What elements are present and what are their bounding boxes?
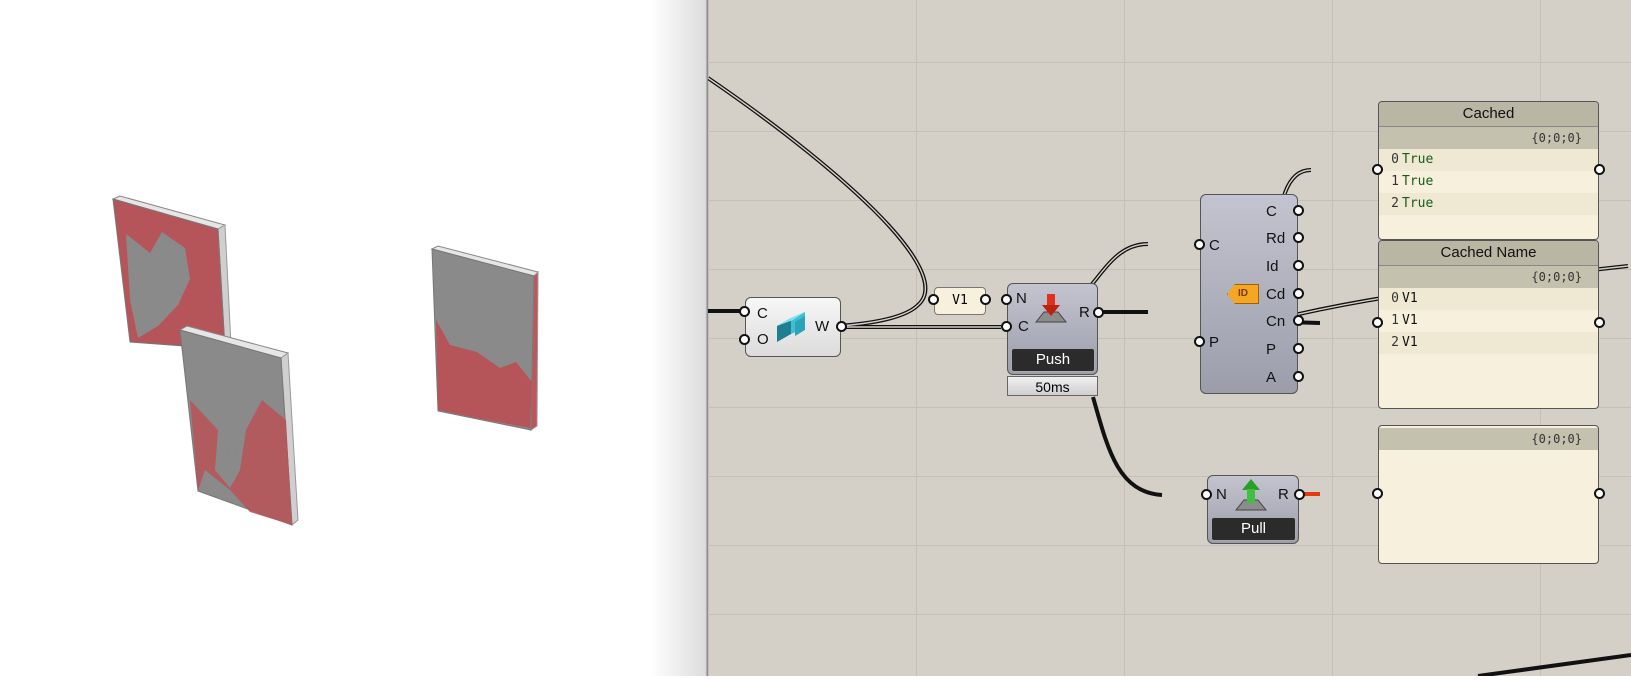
v1-grip-out[interactable] bbox=[980, 294, 991, 305]
push-input-n[interactable]: N bbox=[1016, 290, 1027, 307]
pull-grip-r[interactable] bbox=[1294, 489, 1305, 500]
row-index: 2 bbox=[1391, 196, 1399, 211]
decon-input-p[interactable]: P bbox=[1209, 334, 1220, 351]
decon-output-a[interactable]: A bbox=[1266, 369, 1277, 386]
pull-output-r[interactable]: R bbox=[1278, 486, 1289, 503]
decon-input-c[interactable]: C bbox=[1209, 237, 1220, 254]
push-component[interactable]: N C R Push bbox=[1007, 283, 1098, 375]
push-timing-badge: 50ms bbox=[1007, 376, 1098, 396]
wall-grip-c[interactable] bbox=[739, 306, 750, 317]
row-value: V1 bbox=[1402, 313, 1418, 328]
pull-arrow-icon bbox=[1234, 479, 1268, 511]
cached-name-panel-path: {0;0;0} bbox=[1379, 266, 1598, 288]
grasshopper-canvas[interactable]: C O W V1 N C R Push 50ms C P C Rd I bbox=[708, 0, 1631, 676]
canvas-splitter[interactable] bbox=[705, 0, 710, 676]
wall-object-1[interactable] bbox=[111, 195, 232, 350]
decon-grip-out-a[interactable] bbox=[1293, 371, 1304, 382]
cached-name-grip-out[interactable] bbox=[1594, 317, 1605, 328]
cached-grip-out[interactable] bbox=[1594, 164, 1605, 175]
row-index: 2 bbox=[1391, 335, 1399, 350]
rhino-viewport[interactable] bbox=[0, 0, 708, 676]
decon-output-c[interactable]: C bbox=[1266, 203, 1277, 220]
id-tag-icon: ID bbox=[1227, 284, 1259, 304]
v1-param-panel[interactable]: V1 bbox=[934, 287, 986, 315]
output-panel[interactable]: {0;0;0} bbox=[1378, 425, 1599, 564]
decon-grip-out-id[interactable] bbox=[1293, 260, 1304, 271]
row-value: True bbox=[1402, 196, 1434, 211]
wall-grip-o[interactable] bbox=[739, 334, 750, 345]
wall-input-o[interactable]: O bbox=[757, 331, 769, 348]
cached-grip-in[interactable] bbox=[1372, 164, 1383, 175]
wall-icon bbox=[777, 312, 805, 342]
row-value: True bbox=[1402, 152, 1434, 167]
pull-component[interactable]: N R Pull bbox=[1207, 475, 1299, 544]
push-arrow-icon bbox=[1034, 294, 1068, 323]
push-output-r[interactable]: R bbox=[1079, 304, 1090, 321]
row-value: V1 bbox=[1402, 291, 1418, 306]
row-index: 0 bbox=[1391, 291, 1399, 306]
decon-grip-p[interactable] bbox=[1194, 336, 1205, 347]
output-grip-out[interactable] bbox=[1594, 488, 1605, 499]
push-grip-c[interactable] bbox=[1001, 321, 1012, 332]
output-grip-in[interactable] bbox=[1372, 488, 1383, 499]
push-grip-n[interactable] bbox=[1001, 294, 1012, 305]
decon-grip-c[interactable] bbox=[1194, 239, 1205, 250]
viewport-edge-shadow bbox=[650, 0, 708, 676]
wall-output-w[interactable]: W bbox=[815, 318, 830, 335]
viewport-geometry bbox=[111, 195, 539, 527]
decon-grip-out-rd[interactable] bbox=[1293, 232, 1304, 243]
decon-grip-out-p[interactable] bbox=[1293, 343, 1304, 354]
v1-grip-in[interactable] bbox=[928, 294, 939, 305]
row-index: 0 bbox=[1391, 152, 1399, 167]
output-panel-path: {0;0;0} bbox=[1379, 428, 1598, 450]
wall-object-3[interactable] bbox=[430, 245, 539, 431]
cached-name-panel-title: Cached Name bbox=[1379, 241, 1598, 266]
decon-output-p[interactable]: P bbox=[1266, 341, 1277, 358]
pull-input-n[interactable]: N bbox=[1216, 486, 1227, 503]
decon-output-id[interactable]: Id bbox=[1266, 258, 1279, 275]
pull-grip-n[interactable] bbox=[1201, 489, 1212, 500]
deconstruct-component[interactable]: C P C Rd Id Cd Cn P A ID bbox=[1200, 194, 1298, 394]
decon-output-cn[interactable]: Cn bbox=[1266, 313, 1286, 330]
decon-output-rd[interactable]: Rd bbox=[1266, 230, 1286, 247]
row-index: 1 bbox=[1391, 174, 1399, 189]
decon-grip-out-cn[interactable] bbox=[1293, 315, 1304, 326]
decon-grip-out-c[interactable] bbox=[1293, 205, 1304, 216]
decon-grip-out-cd[interactable] bbox=[1293, 288, 1304, 299]
cached-panel-title: Cached bbox=[1379, 102, 1598, 127]
row-index: 1 bbox=[1391, 313, 1399, 328]
wall-input-c[interactable]: C bbox=[757, 305, 768, 322]
pull-button[interactable]: Pull bbox=[1211, 517, 1296, 541]
cached-panel-path: {0;0;0} bbox=[1379, 127, 1598, 149]
row-value: True bbox=[1402, 174, 1434, 189]
wall-grip-w[interactable] bbox=[836, 321, 847, 332]
wall-object-2[interactable] bbox=[178, 325, 299, 527]
push-grip-r[interactable] bbox=[1093, 307, 1104, 318]
push-input-c[interactable]: C bbox=[1018, 318, 1029, 335]
wall-component[interactable]: C O W bbox=[745, 297, 841, 357]
cached-name-grip-in[interactable] bbox=[1372, 317, 1383, 328]
decon-output-cd[interactable]: Cd bbox=[1266, 286, 1286, 303]
push-button[interactable]: Push bbox=[1011, 348, 1095, 372]
row-value: V1 bbox=[1402, 335, 1418, 350]
